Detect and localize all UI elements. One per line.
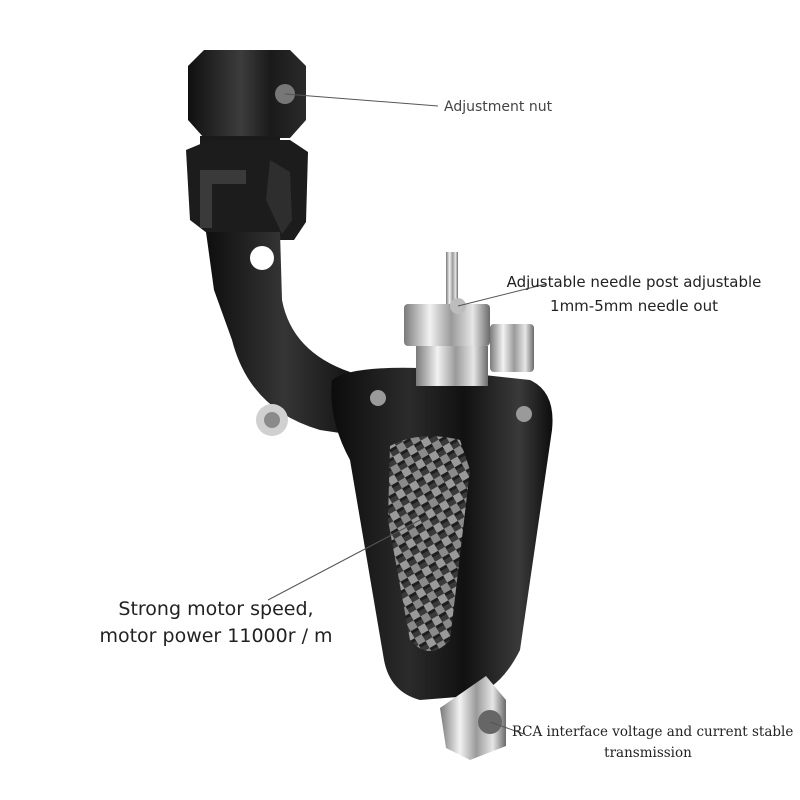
adjustment-nut-label: Adjustment nut [444,99,553,115]
leader-line-nut [284,93,439,107]
needle-post-label: Adjustable needle post adjustable 1mm-5m… [474,270,794,318]
frame-arm [206,232,362,436]
rca-label-line-2: transmission [604,745,692,761]
motor-label: Strong motor speed, motor power 11000r /… [96,596,336,650]
rca-label: RCA interface voltage and current stable… [512,722,794,764]
needle-post-label-line-1: Adjustable needle post adjustable [506,273,762,291]
leader-line-rca [489,721,525,735]
needle-post [404,252,534,386]
motor-label-line-2: motor power 11000r / m [99,625,333,647]
motor-label-line-1: Strong motor speed, [118,598,314,620]
clamp-bracket [186,140,308,240]
leader-lines [267,93,547,735]
motor-housing [331,367,553,700]
rca-label-line-1: RCA interface voltage and current stable [512,724,794,740]
leader-line-motor [267,519,421,601]
needle-post-label-line-2: 1mm-5mm needle out [550,297,718,315]
leader-line-needle [457,283,547,307]
adjustment-nut [188,50,306,146]
